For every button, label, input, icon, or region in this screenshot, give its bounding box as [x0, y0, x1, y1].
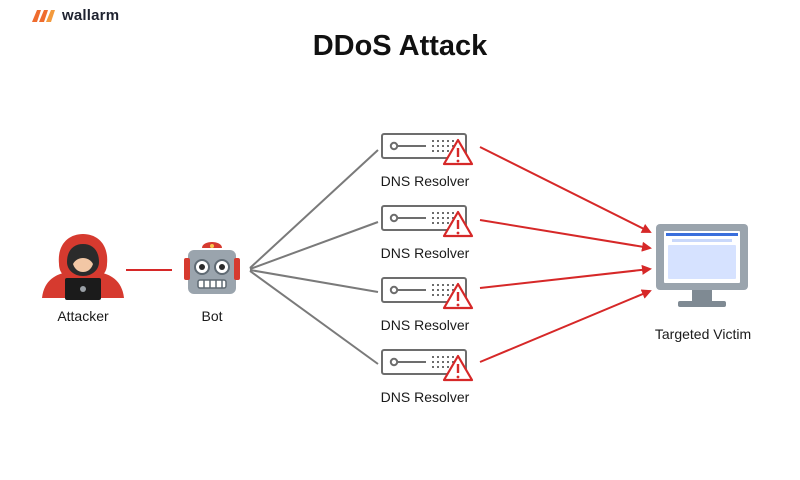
- diagram-title: DDoS Attack: [312, 30, 488, 62]
- resolver-label-3: DNS Resolver: [380, 317, 470, 333]
- bot-label: Bot: [201, 308, 223, 324]
- server-warning-icon: [381, 349, 474, 382]
- server-warning-icon: [381, 205, 474, 238]
- bot-resolver-link-3: [249, 269, 379, 293]
- robot-icon: [184, 242, 240, 294]
- attack-arrows: [479, 146, 652, 363]
- attack-arrow-3: [479, 264, 652, 289]
- wallarm-logo-icon: [32, 9, 55, 22]
- bot-resolver-links: [249, 149, 379, 365]
- resolver-label-2: DNS Resolver: [380, 245, 470, 261]
- victim-label: Targeted Victim: [654, 326, 752, 342]
- hacker-icon: [42, 234, 124, 300]
- wallarm-logo: wallarm: [32, 7, 119, 24]
- bot-resolver-link-4: [249, 270, 379, 365]
- server-warning-icon: [381, 133, 474, 166]
- bot-resolver-link-1: [249, 149, 379, 269]
- resolver-label-1: DNS Resolver: [380, 173, 470, 189]
- attack-arrow-4: [479, 289, 652, 363]
- monitor-icon: [656, 224, 748, 307]
- server-warning-icon: [381, 277, 474, 310]
- brand-name: wallarm: [62, 7, 120, 24]
- attacker-label: Attacker: [57, 308, 109, 324]
- attack-arrow-2: [479, 219, 652, 252]
- bot-resolver-link-2: [249, 221, 379, 270]
- attack-arrow-1: [479, 146, 652, 233]
- resolver-label-4: DNS Resolver: [380, 389, 470, 405]
